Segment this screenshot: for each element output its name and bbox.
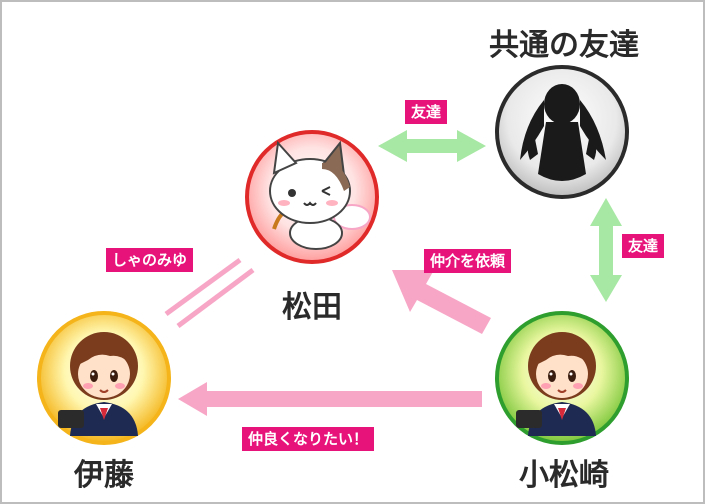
tag-friend-top: 友達 — [405, 100, 448, 124]
schoolgirl-avatar-icon — [495, 311, 629, 445]
tag-shamiyu: しゃのみゆ — [106, 248, 194, 272]
matsuda-name: 松田 — [282, 290, 342, 325]
tag-friend-right: 友達 — [622, 234, 665, 258]
friend-link-top — [378, 130, 486, 162]
friend-link-right — [590, 198, 622, 302]
girl-silhouette-icon — [495, 65, 629, 199]
mutual-friend-node — [494, 64, 630, 200]
tag-request-mediation: 仲介を依頼 — [424, 249, 512, 273]
cat-cupid-icon — [245, 130, 379, 264]
komatsuzaki-node — [494, 310, 630, 446]
itou-node — [36, 310, 172, 446]
itou-name: 伊藤 — [74, 458, 134, 493]
matsuda-node — [244, 129, 380, 265]
komatsuzaki-name: 小松崎 — [519, 458, 609, 493]
schoolgirl-avatar-icon — [37, 311, 171, 445]
wish-arrow — [178, 382, 482, 416]
tag-want-close: 仲良くなりたい！ — [242, 427, 375, 451]
request-arrow — [392, 270, 491, 334]
double-line-link — [164, 257, 255, 329]
mutual-friend-name: 共通の友達 — [489, 28, 639, 63]
